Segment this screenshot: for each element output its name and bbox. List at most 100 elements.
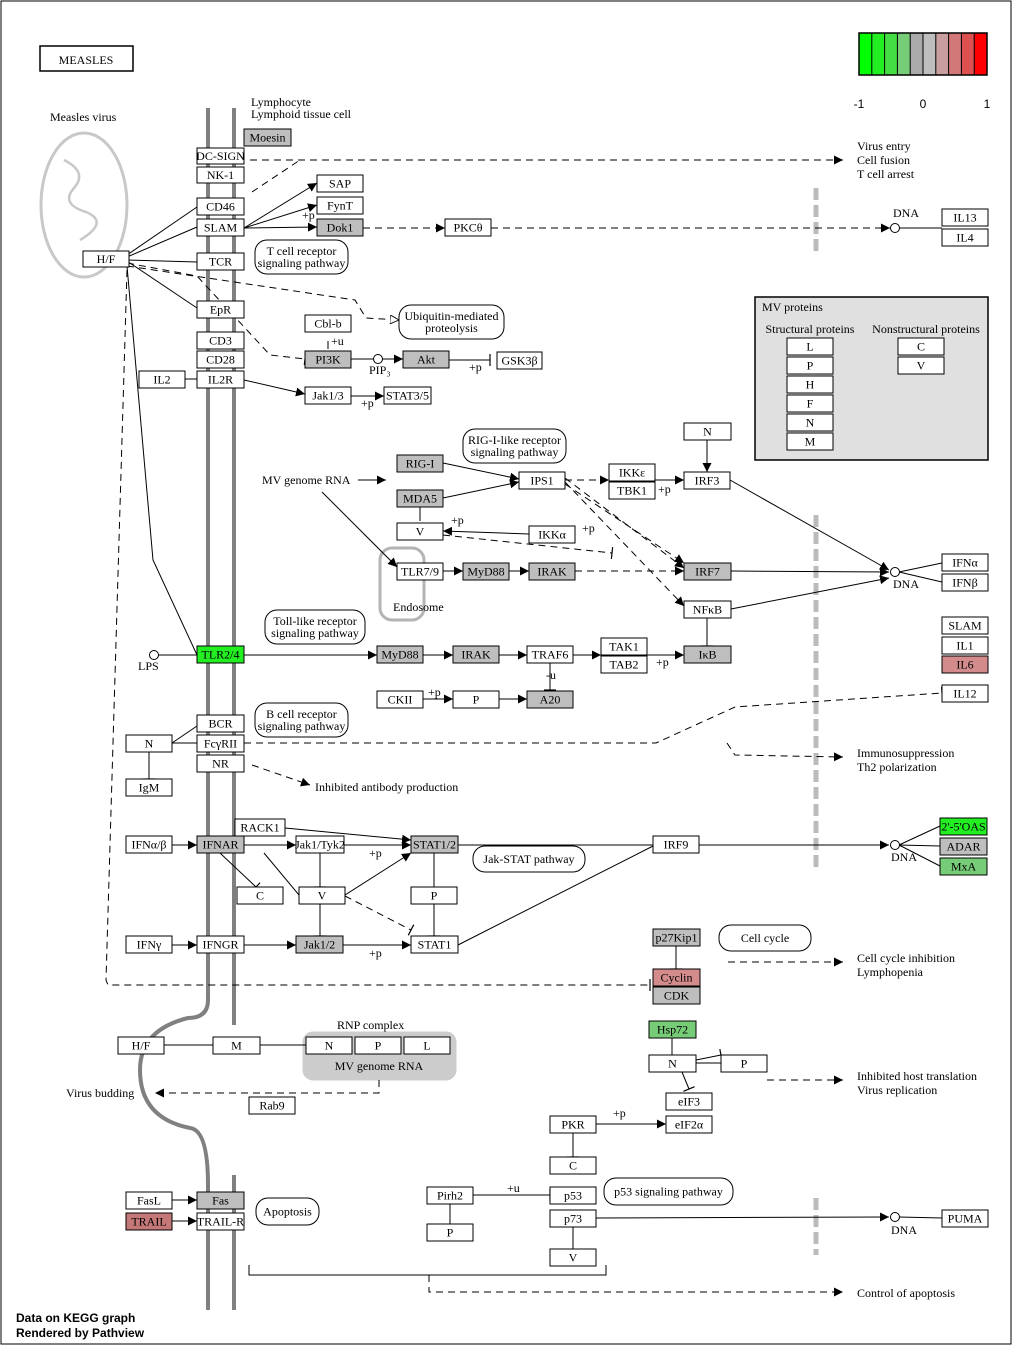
gene-node-dcsign[interactable]: DC-SIGN [196, 147, 245, 165]
pathway-link-cellcycle[interactable]: Cell cycle [718, 924, 812, 952]
gene-node-oas[interactable]: 2'-5'OAS [939, 817, 988, 836]
gene-node-cblb[interactable]: Cbl-b [304, 314, 352, 333]
gene-node-il12[interactable]: IL12 [941, 684, 989, 703]
gene-node-rigi[interactable]: RIG-I [396, 454, 444, 473]
gene-node-gsk3b[interactable]: GSK3β [496, 351, 543, 370]
gene-node-tlr79[interactable]: TLR7/9 [396, 562, 444, 581]
gene-node-mda5[interactable]: MDA5 [396, 489, 444, 508]
gene-node-slam[interactable]: SLAM [196, 218, 245, 237]
gene-node-stat35[interactable]: STAT3/5 [383, 386, 432, 405]
pathway-link-jakstat[interactable]: Jak-STAT pathway [472, 845, 586, 873]
gene-node-mv-p[interactable]: P [786, 356, 834, 375]
gene-node-n-rnp[interactable]: N [305, 1036, 353, 1055]
gene-node-n-hsp[interactable]: N [648, 1054, 697, 1073]
gene-node-n-bcr[interactable]: N [125, 734, 173, 753]
gene-node-m2[interactable]: M [212, 1036, 261, 1055]
gene-node-c1[interactable]: C [236, 886, 284, 905]
gene-node-stat1[interactable]: STAT1 [410, 935, 459, 954]
gene-node-mxa[interactable]: MxA [939, 857, 988, 876]
gene-node-akt[interactable]: Akt [402, 350, 450, 369]
gene-node-ifng[interactable]: IFNγ [125, 935, 173, 954]
pathway-link-apoptosis[interactable]: Apoptosis [255, 1197, 320, 1226]
gene-node-tak1[interactable]: TAK1 [600, 637, 648, 656]
gene-node-il6[interactable]: IL6 [941, 655, 989, 674]
gene-node-ikke[interactable]: IKKε [608, 463, 656, 482]
gene-node-nk1[interactable]: NK-1 [196, 166, 245, 184]
gene-node-cyclin[interactable]: Cyclin [652, 968, 701, 987]
gene-node-epr[interactable]: EpR [196, 300, 245, 319]
gene-node-mv-v[interactable]: V [897, 356, 945, 375]
gene-node-iraka[interactable]: IRAK [528, 562, 576, 581]
gene-node-cd46[interactable]: CD46 [196, 197, 245, 216]
gene-node-nfkb[interactable]: NFκB [683, 600, 732, 619]
gene-node-il2r[interactable]: IL2R [196, 370, 245, 389]
gene-node-n-irf3[interactable]: N [683, 422, 732, 441]
pathway-link-p53[interactable]: p53 signaling pathway [603, 1177, 734, 1206]
gene-node-p-hsp[interactable]: P [720, 1054, 768, 1073]
gene-node-tab2[interactable]: TAB2 [600, 655, 648, 674]
gene-node-c2[interactable]: C [549, 1156, 597, 1175]
gene-node-eif2a[interactable]: eIF2α [665, 1115, 713, 1134]
gene-node-trail[interactable]: TRAIL [125, 1212, 173, 1231]
gene-node-rack1[interactable]: RACK1 [234, 818, 286, 837]
gene-node-cd3[interactable]: CD3 [196, 331, 245, 350]
gene-node-slam2[interactable]: SLAM [941, 616, 989, 635]
gene-node-ifnb[interactable]: IFNβ [941, 573, 989, 592]
gene-node-irakb[interactable]: IRAK [452, 645, 500, 664]
gene-node-il13[interactable]: IL13 [941, 208, 989, 227]
gene-node-hsp72[interactable]: Hsp72 [648, 1020, 697, 1039]
gene-node-p27[interactable]: p27Kip1 [652, 928, 701, 947]
gene-node-puma[interactable]: PUMA [941, 1209, 989, 1228]
gene-node-tcr[interactable]: TCR [196, 252, 245, 271]
gene-node-pkct[interactable]: PKCθ [444, 218, 492, 237]
gene-node-p-rnp[interactable]: P [354, 1036, 402, 1055]
gene-node-ikka[interactable]: IKKα [528, 525, 576, 544]
gene-node-mv-m[interactable]: M [786, 432, 834, 451]
gene-node-irf7[interactable]: IRF7 [683, 562, 732, 581]
gene-node-pirh2[interactable]: Pirh2 [426, 1186, 474, 1205]
gene-node-il1[interactable]: IL1 [941, 636, 989, 655]
gene-node-v3[interactable]: V [549, 1248, 597, 1267]
gene-node-myd88a[interactable]: MyD88 [462, 562, 510, 581]
gene-node-mv-h[interactable]: H [786, 375, 834, 394]
gene-node-tlr24[interactable]: TLR2/4 [196, 645, 245, 664]
gene-node-a20[interactable]: A20 [526, 690, 574, 709]
gene-node-dok1[interactable]: Dok1 [316, 218, 364, 237]
gene-node-jak12[interactable]: Jak1/2 [295, 935, 344, 954]
gene-node-fasl[interactable]: FasL [125, 1191, 173, 1210]
gene-node-jak1tyk2[interactable]: Jak1/Tyk2 [295, 835, 345, 854]
gene-node-p53[interactable]: p53 [549, 1186, 597, 1205]
gene-node-moesin[interactable]: Moesin [243, 128, 292, 147]
gene-node-p-stat[interactable]: P [410, 886, 458, 905]
gene-node-mv-c[interactable]: C [897, 337, 945, 356]
gene-node-hf2[interactable]: H/F [117, 1036, 165, 1055]
gene-node-ifnab[interactable]: IFNα/β [125, 835, 173, 854]
gene-node-rab9[interactable]: Rab9 [248, 1096, 296, 1115]
gene-node-bcr[interactable]: BCR [196, 714, 245, 733]
gene-node-fynt[interactable]: FynT [316, 196, 364, 215]
gene-node-fas[interactable]: Fas [196, 1191, 245, 1210]
gene-node-mv-l[interactable]: L [786, 337, 834, 356]
gene-node-traf6[interactable]: TRAF6 [526, 645, 574, 664]
gene-node-ckii[interactable]: CKII [376, 690, 424, 709]
gene-node-l-rnp[interactable]: L [403, 1036, 451, 1055]
gene-node-p-pirh[interactable]: P [426, 1223, 474, 1242]
gene-node-cd28[interactable]: CD28 [196, 350, 245, 369]
gene-node-p73[interactable]: p73 [549, 1209, 597, 1228]
gene-node-igm[interactable]: IgM [125, 778, 173, 797]
gene-node-mv-n[interactable]: N [786, 413, 834, 432]
gene-node-jak13[interactable]: Jak1/3 [304, 386, 352, 405]
gene-node-eif3[interactable]: eIF3 [665, 1092, 713, 1111]
gene-node-trailr[interactable]: TRAIL-R [196, 1212, 245, 1231]
gene-node-cdk[interactable]: CDK [652, 986, 701, 1005]
gene-node-stat12[interactable]: STAT1/2 [410, 835, 459, 854]
gene-node-v2[interactable]: V [298, 886, 346, 905]
gene-node-pkr[interactable]: PKR [549, 1115, 597, 1134]
gene-node-sap[interactable]: SAP [316, 174, 364, 193]
gene-node-myd88b[interactable]: MyD88 [376, 645, 424, 664]
gene-node-il4[interactable]: IL4 [941, 228, 989, 247]
gene-node-ifnar[interactable]: IFNAR [196, 835, 245, 854]
